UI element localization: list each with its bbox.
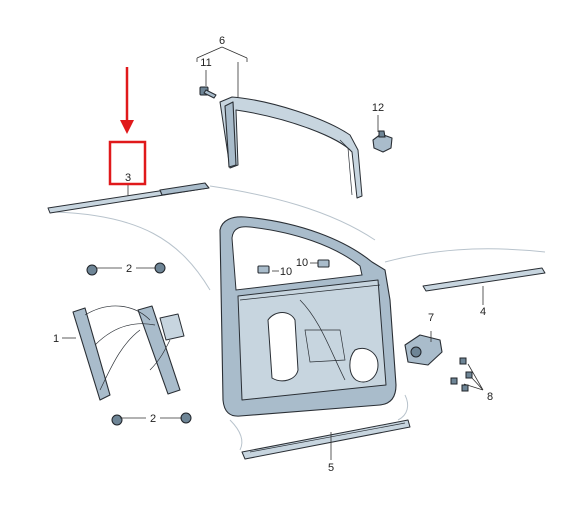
window-regulator-part-1 (72, 305, 185, 401)
label-11: 11 (200, 57, 211, 69)
label-10-right: 10 (296, 257, 308, 269)
label-10-left: 10 (280, 266, 292, 278)
label-1: 1 (53, 333, 59, 345)
body-outline-lines (54, 185, 546, 451)
grommets-part-2-bottom (111, 412, 192, 426)
highlight-annotation (108, 67, 147, 186)
label-8: 8 (487, 391, 493, 403)
clip-part-12 (372, 130, 393, 153)
screws-part-8 (450, 357, 473, 392)
leader-lines (62, 46, 484, 460)
label-7: 7 (428, 312, 434, 324)
window-motor-part-7 (404, 334, 443, 366)
window-seal-strip-part-4 (422, 267, 546, 292)
clip-part-10b (317, 259, 330, 268)
label-3: 3 (125, 172, 131, 184)
arrow-down-icon (120, 120, 134, 134)
bolt-part-11 (199, 86, 217, 99)
door-seal-strip-part-5 (241, 419, 411, 460)
label-12: 12 (372, 102, 384, 114)
label-4: 4 (480, 306, 486, 318)
label-5: 5 (328, 462, 334, 474)
door-shell (219, 216, 397, 417)
callout-labels: 6 11 12 3 2 1 2 10 10 4 5 7 8 (53, 35, 493, 474)
label-2-top: 2 (126, 263, 132, 275)
highlight-box (108, 140, 147, 186)
label-6: 6 (219, 35, 225, 47)
label-2-bottom: 2 (150, 413, 156, 425)
window-frame-trim (219, 96, 363, 199)
window-seal-strip-part-3 (47, 182, 210, 214)
clip-part-10a (257, 265, 270, 274)
